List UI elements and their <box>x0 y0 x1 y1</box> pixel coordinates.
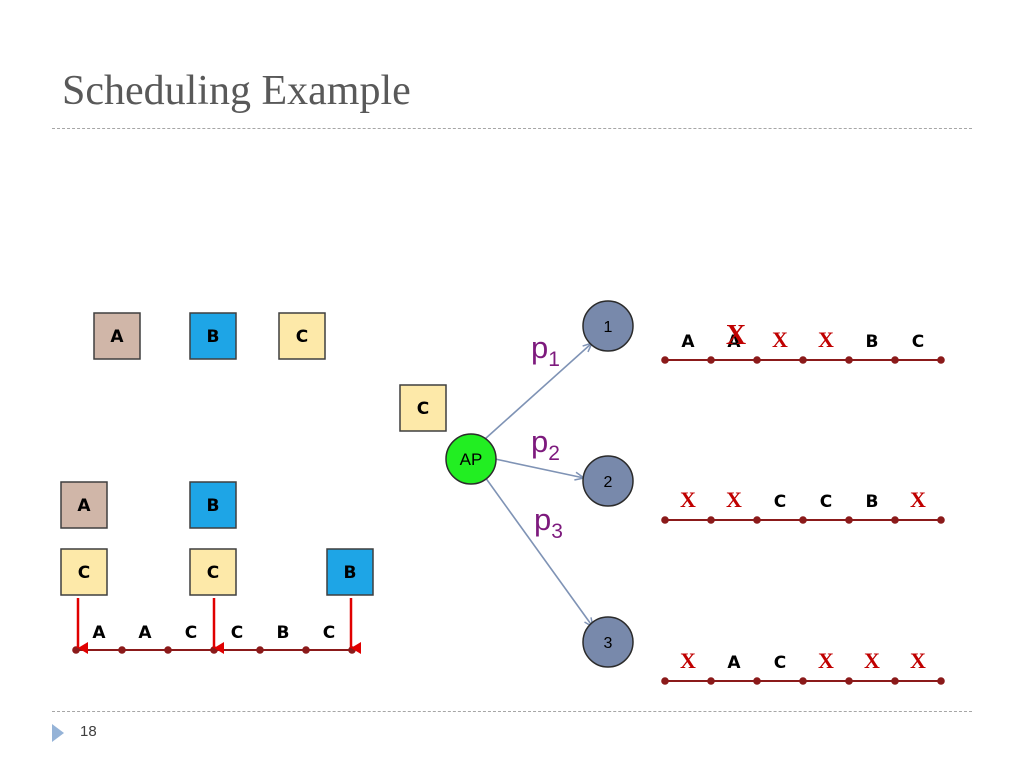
request-box-c <box>278 312 326 360</box>
node-3-timeline-tick <box>753 677 761 685</box>
arrival-box-3-1 <box>326 548 374 596</box>
client-node-1 <box>582 300 634 352</box>
strike-mark: X <box>726 320 746 351</box>
arrival-box-1-1 <box>60 481 108 529</box>
node-slot: A <box>681 332 695 352</box>
slide-title: Scheduling Example <box>62 68 411 114</box>
node-1-timeline-tick <box>937 356 945 364</box>
arrival-box-1-2-label: C <box>78 563 90 583</box>
node-3-timeline-tick <box>891 677 899 685</box>
link-arrow-1 <box>484 341 594 440</box>
collision-mark: X <box>772 327 788 352</box>
collision-mark: X <box>680 648 696 673</box>
node-1-timeline-tick <box>753 356 761 364</box>
collision-mark: X <box>910 487 926 512</box>
collision-mark: X <box>680 487 696 512</box>
ap-timeline-tick <box>164 646 172 654</box>
link-probability-2: p2 <box>531 424 560 465</box>
collision-mark: X <box>864 648 880 673</box>
node-slot: A <box>727 332 741 352</box>
ap-label: AP <box>460 450 483 469</box>
probability-symbol: p <box>534 502 551 537</box>
title-divider <box>52 128 972 129</box>
link-probability-1: p1 <box>531 330 560 371</box>
node-slot: C <box>912 332 924 352</box>
link-arrow-2 <box>494 458 586 481</box>
client-node-label: 2 <box>604 474 613 491</box>
node-1-timeline-tick <box>891 356 899 364</box>
node-2-timeline-tick <box>753 516 761 524</box>
client-node-label: 3 <box>604 635 613 652</box>
node-3-timeline-tick <box>661 677 669 685</box>
ap-slot: A <box>92 623 106 643</box>
node-slot: C <box>774 653 786 673</box>
node-2-timeline-tick <box>845 516 853 524</box>
ap-timeline-tick <box>118 646 126 654</box>
node-1-timeline-tick <box>707 356 715 364</box>
queued-box <box>399 384 447 432</box>
node-slot: A <box>727 653 741 673</box>
probability-symbol: p <box>531 424 548 459</box>
ap-slot: C <box>231 623 243 643</box>
ap-slot: B <box>277 623 290 643</box>
node-slot: B <box>866 492 879 512</box>
arrival-box-2-1-label: B <box>207 496 220 516</box>
node-2-timeline-tick <box>937 516 945 524</box>
probability-subscript: 2 <box>548 442 560 465</box>
node-3-timeline-tick <box>845 677 853 685</box>
probability-subscript: 1 <box>548 348 560 371</box>
node-1-timeline-tick <box>661 356 669 364</box>
ap-timeline-tick <box>72 646 80 654</box>
node-2-timeline-tick <box>707 516 715 524</box>
node-1-timeline-tick <box>799 356 807 364</box>
ap-node <box>445 433 497 485</box>
node-slot: C <box>820 492 832 512</box>
collision-mark: X <box>726 487 742 512</box>
node-2-timeline-tick <box>799 516 807 524</box>
link-arrow-3 <box>484 476 595 629</box>
probability-subscript: 3 <box>551 520 563 543</box>
client-node-2 <box>582 455 634 507</box>
footer-arrow-icon <box>52 724 64 742</box>
arrival-box-2-1 <box>189 481 237 529</box>
node-2-timeline-tick <box>891 516 899 524</box>
link-probability-3: p3 <box>534 502 563 543</box>
node-slot: C <box>774 492 786 512</box>
request-box-a <box>93 312 141 360</box>
arrival-box-3-1-label: B <box>344 563 357 583</box>
node-3-timeline-tick <box>799 677 807 685</box>
request-box-b <box>189 312 237 360</box>
ap-slot: C <box>323 623 335 643</box>
arrival-box-2-2-label: C <box>207 563 219 583</box>
collision-mark: X <box>818 327 834 352</box>
ap-slot: C <box>185 623 197 643</box>
arrival-box-2-2 <box>189 548 237 596</box>
ap-slot: A <box>138 623 152 643</box>
footer-divider <box>52 711 972 712</box>
node-1-timeline-tick <box>845 356 853 364</box>
collision-mark: X <box>910 648 926 673</box>
node-slot: B <box>866 332 879 352</box>
client-node-3 <box>582 616 634 668</box>
collision-mark: X <box>818 648 834 673</box>
request-box-b-label: B <box>207 327 220 347</box>
arrival-box-1-1-label: A <box>77 496 91 516</box>
probability-symbol: p <box>531 330 548 365</box>
queued-box-label: C <box>417 399 429 419</box>
client-node-label: 1 <box>604 319 613 336</box>
ap-timeline-tick <box>302 646 310 654</box>
node-2-timeline-tick <box>661 516 669 524</box>
page-number: 18 <box>80 723 97 740</box>
request-box-a-label: A <box>110 327 124 347</box>
ap-timeline-tick <box>256 646 264 654</box>
arrival-box-1-2 <box>60 548 108 596</box>
request-box-c-label: C <box>296 327 308 347</box>
node-3-timeline-tick <box>937 677 945 685</box>
node-3-timeline-tick <box>707 677 715 685</box>
